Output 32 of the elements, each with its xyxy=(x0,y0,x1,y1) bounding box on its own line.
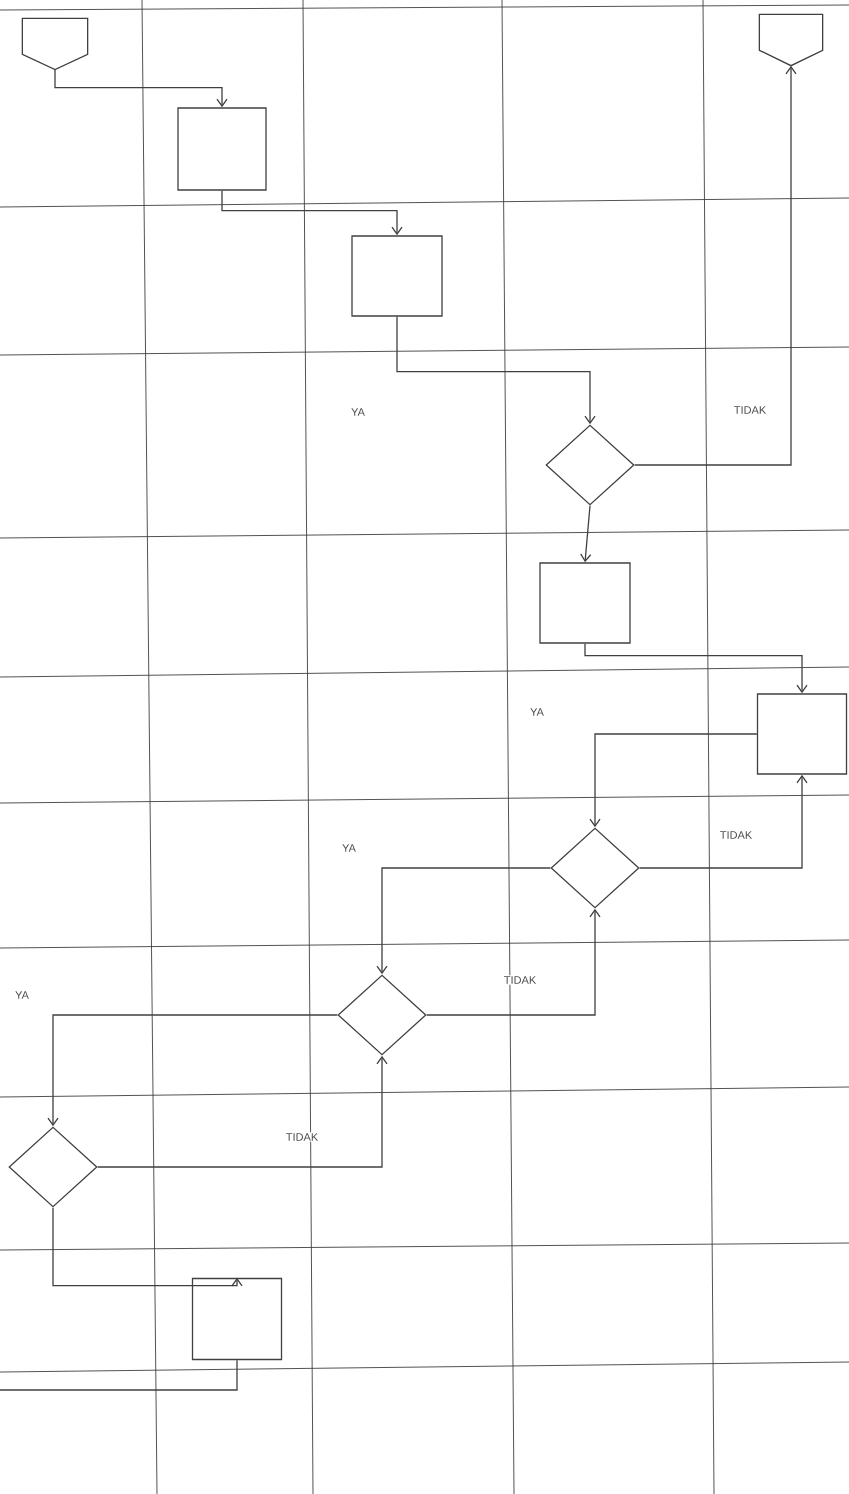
process-box xyxy=(177,107,267,191)
edge-label: TIDAK xyxy=(732,405,768,415)
arrow xyxy=(52,1207,243,1287)
process-box xyxy=(351,235,443,317)
decision-diamond xyxy=(550,827,640,909)
arrow xyxy=(97,1055,388,1168)
edge-label: YA xyxy=(341,843,357,853)
arrow xyxy=(47,1014,338,1127)
branch-label: YA xyxy=(351,408,365,416)
arrow xyxy=(589,733,758,828)
edge-label: YA xyxy=(529,707,545,717)
arrow xyxy=(221,190,403,236)
arrow xyxy=(580,505,592,563)
arrow xyxy=(639,774,808,869)
decision-diamond xyxy=(545,424,635,506)
decision-diamond xyxy=(337,974,427,1056)
edge-label: TIDAK xyxy=(284,1132,320,1142)
arrow xyxy=(634,65,797,466)
edge-label: YA xyxy=(14,990,30,1000)
arrow xyxy=(396,316,596,425)
edge-label: TIDAK xyxy=(718,830,754,840)
process-box xyxy=(191,1277,283,1361)
arrow xyxy=(376,867,551,975)
arrow xyxy=(54,69,228,108)
arrow xyxy=(584,643,808,694)
off-page-connector xyxy=(21,17,89,71)
process-box xyxy=(756,693,848,775)
process-box xyxy=(539,562,631,644)
off-page-connector xyxy=(758,13,824,67)
arrow xyxy=(426,908,601,1016)
decision-diamond xyxy=(8,1126,98,1208)
edge-label: TIDAK xyxy=(502,975,538,985)
